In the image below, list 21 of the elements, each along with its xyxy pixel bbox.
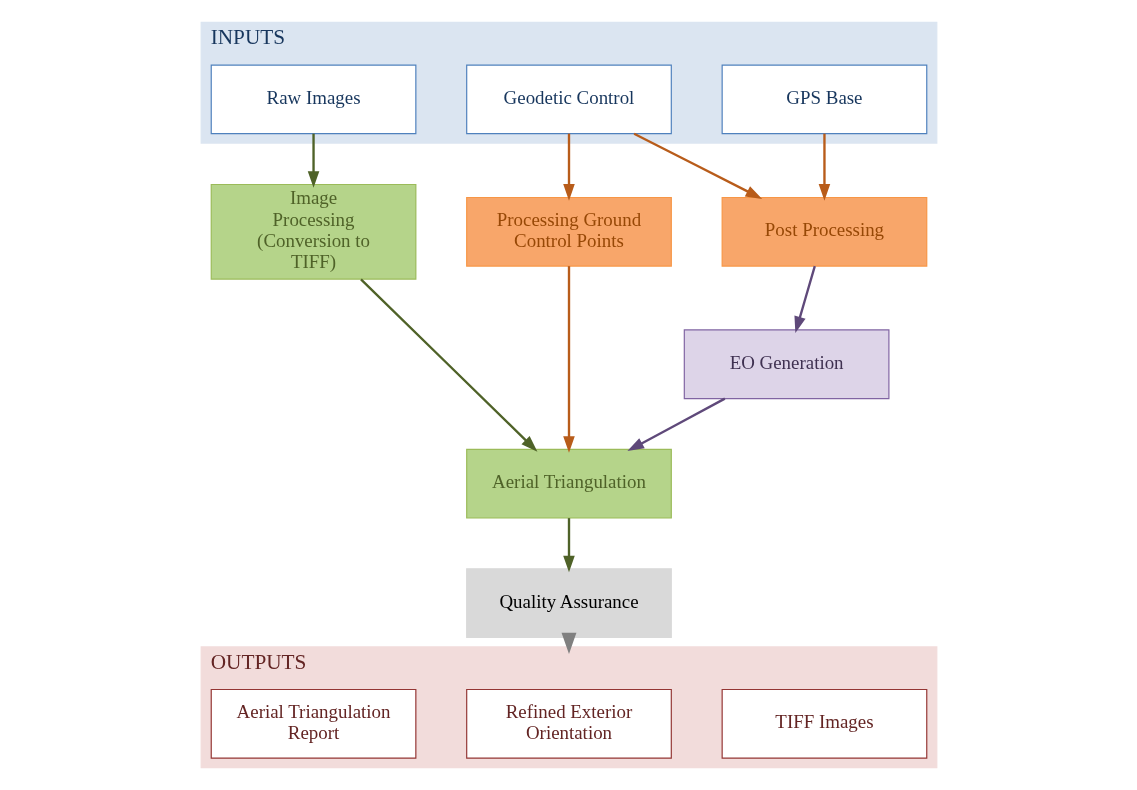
node-box: Aerial Triangulation Report	[210, 688, 416, 759]
arrow	[562, 266, 575, 453]
arrow	[307, 133, 319, 188]
arrow	[793, 265, 816, 333]
node-box: EO Generation	[683, 329, 889, 400]
node-box: Refined Exterior Orientation	[465, 688, 672, 759]
node-box: Processing Ground Control Points	[465, 196, 672, 267]
node-box: Raw Images	[210, 64, 416, 135]
arrow	[359, 278, 537, 452]
node-box: GPS Base	[721, 64, 927, 135]
node-box: TIFF Images	[721, 688, 927, 759]
arrow	[818, 133, 830, 201]
node-box: Geodetic Control	[465, 64, 672, 135]
node-box: Post Processing	[721, 196, 927, 267]
node-box: Aerial Triangulation	[465, 448, 672, 519]
arrow	[562, 133, 575, 201]
arrow	[561, 632, 576, 655]
node-box: Image Processing (Conversion to TIFF)	[210, 183, 416, 280]
arrow	[562, 518, 575, 573]
arrow	[633, 132, 762, 199]
arrow	[626, 397, 725, 452]
